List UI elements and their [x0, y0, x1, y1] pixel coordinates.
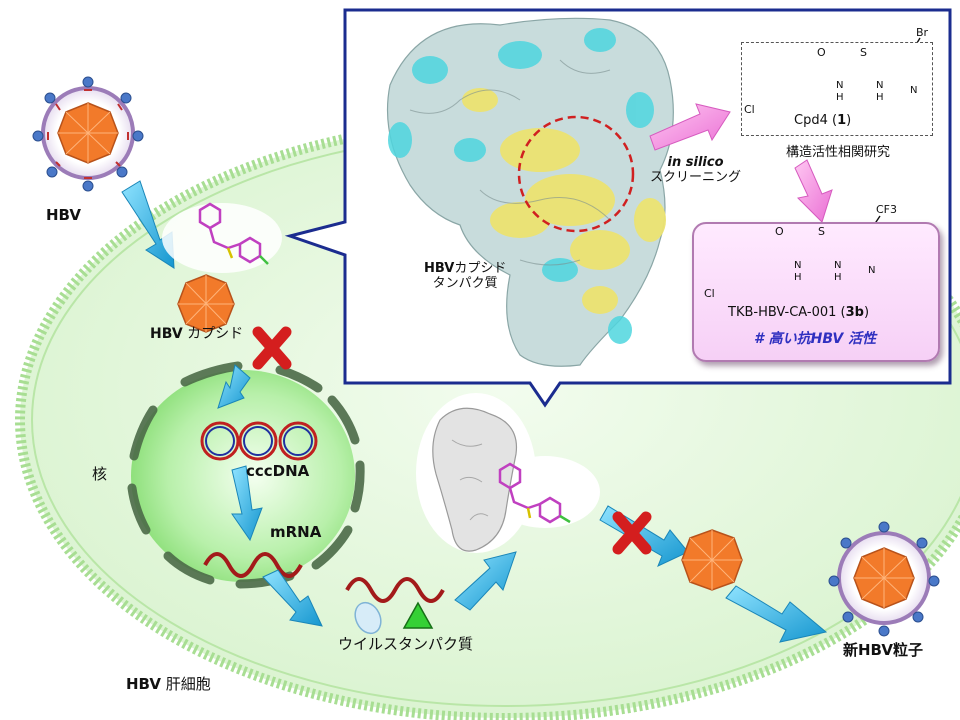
cpd4-atom-o: O — [817, 46, 826, 59]
tkb-close: ) — [863, 305, 870, 320]
tkb-atom-n-ring: N — [868, 265, 876, 276]
cpd4-n1: N — [836, 80, 844, 91]
hepatocyte-label: HBV 肝細胞 — [126, 675, 211, 693]
cpd4-close: ) — [846, 113, 852, 128]
tkb-name: TKB-HBV-CA-001 (3b) — [728, 305, 870, 321]
tkb-atom-cf3: CF3 — [876, 203, 898, 216]
tkb-atom-s: S — [818, 225, 825, 238]
capsid-ligand-complex — [416, 393, 600, 553]
cpd4-atom-n-ring: N — [910, 85, 918, 96]
new-hbv-label: 新HBV粒子 — [843, 641, 923, 659]
tkb-atom-nh2: N H — [834, 260, 842, 283]
capsid-protein-surface — [386, 17, 674, 367]
tkb-h2: H — [834, 271, 842, 283]
binding-site-highlight — [517, 115, 635, 233]
tkb-atom-o: O — [775, 225, 784, 238]
capsid-protein-prefix: HBV — [424, 261, 455, 276]
sar-label: 構造活性相関研究 — [786, 145, 891, 160]
assembled-capsid-icon — [681, 529, 743, 591]
in-silico-text: in silico — [667, 155, 724, 170]
cpd4-h1: H — [836, 91, 844, 103]
research-arrows — [649, 103, 833, 223]
tkb-name-text: TKB-HBV-CA-001 ( — [728, 305, 846, 320]
inhibition-x-mark-assembly — [612, 511, 652, 555]
hepatocyte-label-prefix: HBV — [126, 675, 161, 693]
ligand-cloud-entry — [162, 203, 282, 273]
tkb-atom-cl: Cl — [704, 287, 715, 300]
cpd4-box — [741, 42, 933, 136]
capsid-protein-label: HBVカプシド タンパク質 — [424, 261, 507, 292]
cpd4-name: Cpd4 (1) — [794, 113, 852, 129]
tkb-h1: H — [794, 271, 802, 283]
cpd4-h2: H — [876, 91, 884, 103]
mrna-label: mRNA — [270, 523, 322, 541]
tkb-num: 3b — [845, 305, 864, 320]
inhibition-x-mark-capsid — [252, 326, 292, 370]
screening-text: スクリーニング — [650, 169, 742, 185]
cpd4-n2: N — [876, 80, 884, 91]
mrna-wave-nucleus — [203, 552, 303, 578]
hbv-label: HBV — [46, 206, 81, 224]
cccdna-circles — [200, 421, 318, 461]
cpd4-num: 1 — [837, 113, 847, 128]
capsid-protein-line2: タンパク質 — [432, 275, 498, 291]
ligand-molecule-entry — [198, 202, 269, 265]
cpd4-atom-nh2: N H — [876, 80, 884, 103]
hbv-virion-icon — [32, 76, 144, 192]
capsid-label-prefix: HBV — [150, 326, 183, 342]
nucleus-label: 核 — [92, 465, 108, 483]
cpd4-name-text: Cpd4 ( — [794, 113, 838, 128]
viral-protein-triangle — [402, 601, 434, 629]
capsid-label-text: カプシド — [187, 326, 244, 342]
mrna-wave-cytoplasm — [345, 577, 445, 603]
viral-protein-ellipse — [354, 601, 382, 635]
cpd4-atom-br: Br — [916, 26, 929, 39]
tkb-n1: N — [794, 260, 802, 271]
activity-note: # 高い抗HBV 活性 — [754, 331, 877, 347]
cpd4-atom-s: S — [860, 46, 867, 59]
cpd4-atom-nh1: N H — [836, 80, 844, 103]
cpd4-atom-cl: Cl — [744, 103, 755, 116]
capsid-protein-line1: HBVカプシド — [424, 261, 507, 277]
tkb-atom-nh1: N H — [794, 260, 802, 283]
viral-protein-label: ウイルスタンパク質 — [338, 635, 474, 653]
capsid-protein-line1-text: カプシド — [454, 261, 507, 276]
hbv-capsid-icon — [177, 274, 235, 333]
tkb-box — [692, 222, 940, 362]
in-silico-label: in silico スクリーニング — [650, 155, 742, 186]
new-hbv-particle-icon — [828, 521, 940, 637]
hepatocyte-label-text: 肝細胞 — [165, 675, 211, 693]
capsid-label: HBV カプシド — [150, 326, 243, 342]
tkb-n2: N — [834, 260, 842, 271]
cccdna-label: cccDNA — [246, 462, 310, 480]
